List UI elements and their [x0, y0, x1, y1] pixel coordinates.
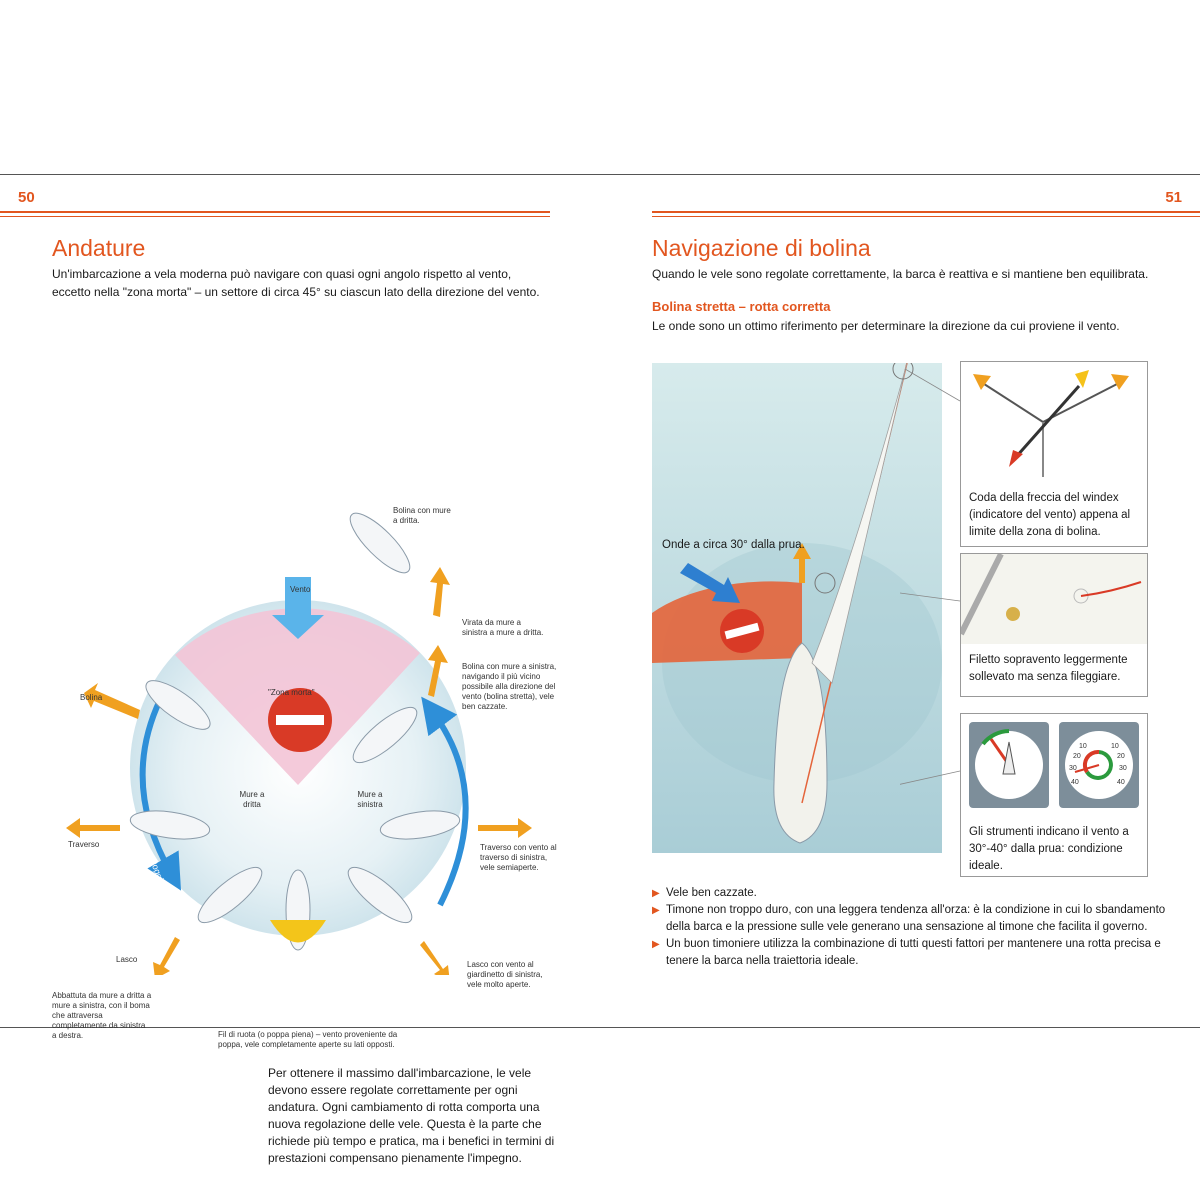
wind-instruments: 10 20 30 40 10 20 30 40: [969, 722, 1139, 808]
points-of-sail-diagram: Orzare Poggiare: [66, 512, 532, 975]
page-title: Navigazione di bolina: [652, 235, 871, 261]
page-title: Andature: [52, 235, 146, 261]
right-page: 51 Navigazione di bolina Quando le vele …: [600, 175, 1200, 1027]
caption-beam-reach: Traverso con vento al traverso di sinist…: [480, 843, 557, 872]
instruments-box: 10 20 30 40 10 20 30 40 Gli strumenti in…: [960, 713, 1148, 877]
bullet-item: ▶Un buon timoniere utilizza la combinazi…: [652, 936, 1182, 970]
triangle-bullet-icon: ▶: [652, 905, 660, 916]
caption-gybe: Abbattuta da mure a dritta a mure a sini…: [52, 991, 152, 1040]
caption-tack: Virata da mure a sinistra a mure a dritt…: [462, 618, 544, 637]
bullet-item: ▶Timone non troppo duro, con una leggera…: [652, 902, 1182, 936]
bullet-item: ▶Vele ben cazzate.: [652, 885, 1182, 902]
left-page: 50 Andature Un'imbarcazione a vela moder…: [0, 175, 600, 1165]
bear-away-arc: [139, 698, 181, 891]
gauge-tick: 20: [1073, 753, 1081, 760]
luff-up-arc: [421, 696, 469, 907]
page-number: 50: [18, 189, 35, 206]
gauge-tick: 30: [1069, 765, 1077, 772]
wind-arrow: [680, 563, 740, 603]
wind-arrow: [272, 577, 324, 639]
page-number: 51: [1165, 189, 1182, 206]
telltale-box: Filetto sopravento leggermente sollevato…: [958, 552, 1148, 697]
caption-close-hauled-port: Bolina con mure a sinistra, navigando il…: [462, 662, 557, 711]
windex-illustration: [973, 370, 1129, 477]
header-rule: [652, 211, 1200, 213]
windex-caption: Coda della freccia del windex (indicator…: [969, 492, 1131, 538]
gauge-tick: 40: [1117, 779, 1125, 786]
header-rule: [0, 216, 550, 217]
boat-hull: [773, 642, 828, 844]
header-rule: [0, 211, 550, 213]
close-hauled-label: Bolina: [80, 693, 103, 702]
caption-close-hauled-starboard: Bolina con mure a dritta.: [393, 506, 451, 525]
beam-reach-label: Traverso: [68, 840, 100, 849]
subtitle: Bolina stretta – rotta corretta: [652, 299, 831, 314]
starboard-tack-label: Mure a dritta: [239, 790, 265, 809]
waves-label: Onde a circa 30° dalla prua.: [662, 539, 805, 551]
triangle-bullet-icon: ▶: [652, 888, 660, 899]
dead-zone-label: "Zona morta": [268, 688, 315, 697]
port-tack-label: Mure a sinistra: [357, 790, 383, 809]
gauge-tick: 10: [1079, 743, 1087, 750]
gauge-tick: 40: [1071, 779, 1079, 786]
heading-arrow: [793, 543, 811, 583]
bottom-text: Per ottenere il massimo dall'imbarcazion…: [268, 1066, 555, 1165]
intro-text: Un'imbarcazione a vela moderna può navig…: [52, 267, 540, 299]
triangle-bullet-icon: ▶: [652, 939, 660, 950]
wind-label: Vento: [290, 585, 311, 594]
spinnaker: [270, 920, 326, 943]
leader-lines: [900, 368, 961, 785]
gauge-tick: 20: [1117, 753, 1125, 760]
intro-text: Quando le vele sono regolate correttamen…: [652, 267, 1149, 281]
close-hauled-illustration: [652, 363, 942, 853]
header-rule: [652, 216, 1200, 217]
no-entry-icon: [268, 688, 332, 752]
caption-broad-reach: Lasco con vento al giardinetto di sinist…: [467, 960, 543, 989]
sail: [811, 363, 908, 684]
sub-text: Le onde sono un ottimo riferimento per d…: [652, 319, 1120, 333]
course-arrows: [66, 567, 532, 975]
bullet-list: ▶Vele ben cazzate. ▶Timone non troppo du…: [652, 885, 1182, 970]
no-entry-icon: [720, 609, 764, 653]
caption-run: Fil di ruota (o poppa piena) – vento pro…: [218, 1030, 398, 1049]
telltale-caption: Filetto sopravento leggermente sollevato…: [969, 654, 1128, 683]
broad-reach-label: Lasco: [116, 955, 138, 964]
gauge-tick: 10: [1111, 743, 1119, 750]
windex-box: Coda della freccia del windex (indicator…: [960, 361, 1148, 547]
instruments-caption: Gli strumenti indicano il vento a 30°-40…: [969, 826, 1129, 872]
gauge-tick: 30: [1119, 765, 1127, 772]
book-spread: 50 Andature Un'imbarcazione a vela moder…: [0, 174, 1200, 1165]
telltale-illustration: [958, 552, 1147, 644]
